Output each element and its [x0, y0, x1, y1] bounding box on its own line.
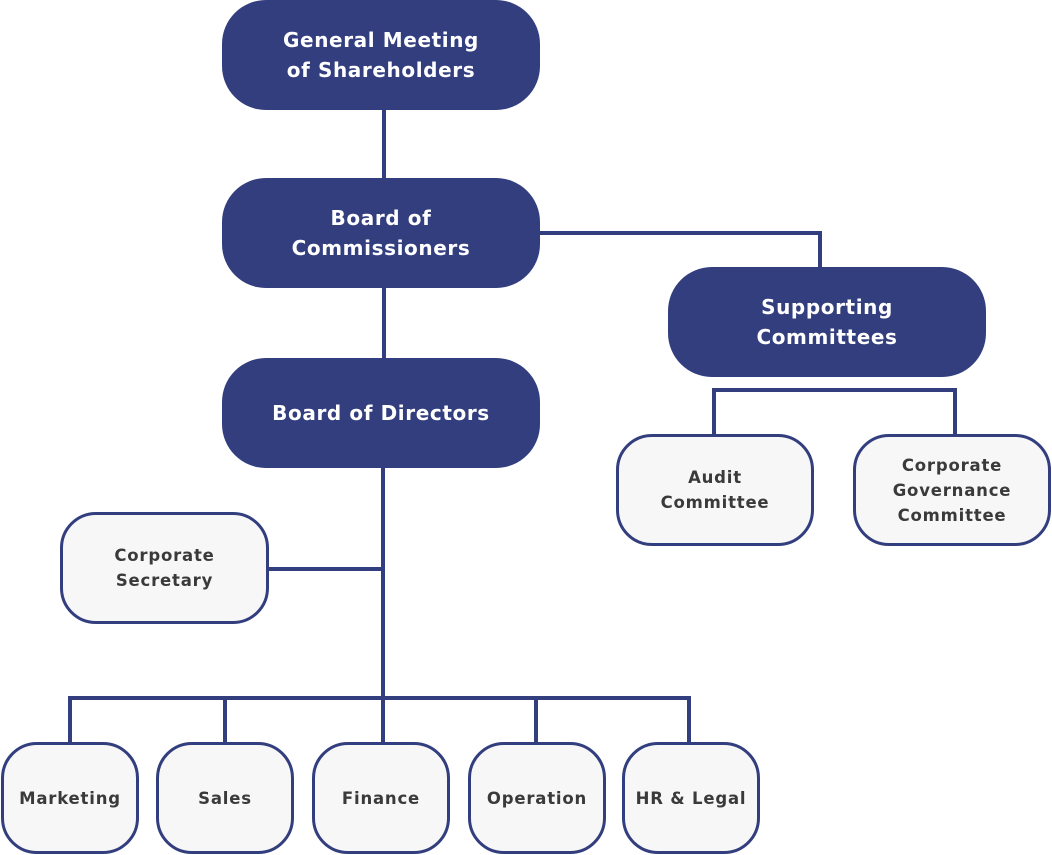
node-finance: Finance — [312, 742, 450, 854]
connector-supporting-bracket-h — [712, 388, 957, 392]
node-label: Finance — [341, 788, 421, 808]
node-label: Corporate Secretary — [114, 546, 215, 590]
connector-departments-h — [68, 696, 691, 700]
node-label: Board of Directors — [272, 401, 490, 425]
node-general-meeting-of-shareholders: General Meeting of Shareholders — [222, 0, 540, 110]
node-label: Corporate Governance Committee — [892, 455, 1012, 525]
node-corporate-governance-committee: Corporate Governance Committee — [853, 434, 1051, 546]
node-label: HR & Legal — [635, 788, 747, 808]
node-label: Marketing — [19, 788, 121, 808]
node-sales: Sales — [156, 742, 294, 854]
connector-supporting-audit-v — [712, 388, 716, 436]
connector-marketing-v — [68, 696, 72, 744]
node-supporting-committees: Supporting Committees — [668, 267, 986, 377]
connector-sales-v — [223, 696, 227, 744]
node-marketing: Marketing — [1, 742, 139, 854]
connector-bod-trunk — [381, 466, 385, 744]
node-operation: Operation — [468, 742, 606, 854]
node-label: Operation — [486, 788, 588, 808]
node-label: Audit Committee — [660, 468, 770, 512]
connector-boc-supporting-h — [538, 231, 822, 235]
node-audit-committee: Audit Committee — [616, 434, 814, 546]
connector-boc-supporting-v — [818, 231, 822, 269]
connector-operation-v — [534, 696, 538, 744]
node-label: General Meeting of Shareholders — [283, 28, 479, 82]
node-label: Sales — [198, 788, 252, 808]
connector-hr-legal-v — [687, 696, 691, 744]
connector-bod-secretary — [268, 567, 383, 571]
connector-supporting-cgc-v — [953, 388, 957, 436]
node-corporate-secretary: Corporate Secretary — [60, 512, 269, 624]
node-label: Board of Commissioners — [291, 206, 471, 260]
connector-gms-boc — [382, 108, 386, 180]
node-board-of-directors: Board of Directors — [222, 358, 540, 468]
node-board-of-commissioners: Board of Commissioners — [222, 178, 540, 288]
connector-boc-bod — [382, 286, 386, 360]
node-label: Supporting Committees — [756, 295, 898, 349]
node-hr-legal: HR & Legal — [622, 742, 760, 854]
